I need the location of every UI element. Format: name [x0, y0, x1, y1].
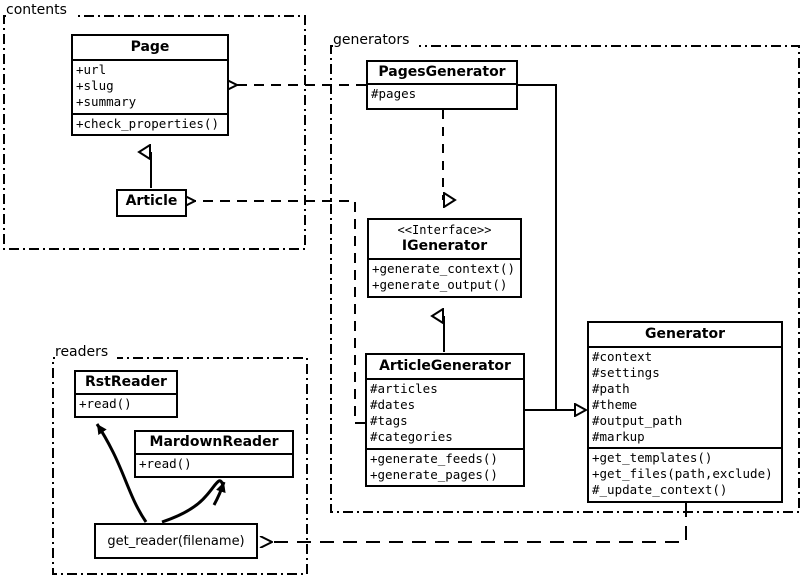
class-member: +generate_output() — [372, 277, 508, 292]
class-member: +slug — [76, 78, 114, 93]
class-title-rstreader: RstReader — [85, 374, 167, 390]
class-member: +get_templates() — [592, 450, 713, 465]
class-member: #articles — [370, 381, 438, 396]
class-member: #_update_context() — [592, 482, 728, 497]
edge-generator-getreader — [272, 503, 687, 542]
class-member: #markup — [592, 429, 645, 444]
class-methods-generator: +get_templates() +get_files(path,exclude… — [589, 447, 781, 500]
class-member: #theme — [592, 397, 638, 412]
class-title-igenerator: <<Interface>> IGenerator — [369, 220, 520, 258]
class-name-igenerator: IGenerator — [401, 238, 488, 254]
class-title-generator: Generator — [644, 326, 725, 342]
class-box-pagesgenerator[interactable]: PagesGenerator #pages — [366, 60, 518, 110]
class-methods-igenerator: +generate_context() +generate_output() — [369, 258, 520, 295]
class-title-page: Page — [130, 39, 170, 55]
class-methods-mardownreader: +read() — [136, 453, 292, 474]
class-title-mardownreader: MardownReader — [149, 434, 279, 450]
package-border-contents — [3, 15, 306, 250]
class-member: #output_path — [592, 413, 683, 428]
class-box-articlegenerator[interactable]: ArticleGenerator #articles #dates #tags … — [365, 353, 525, 487]
class-member: #context — [592, 349, 653, 364]
class-member: #pages — [371, 86, 417, 101]
package-border-generators — [330, 45, 800, 513]
class-attributes-articlegenerator: #articles #dates #tags #categories — [367, 378, 523, 448]
class-member: #categories — [370, 429, 453, 444]
class-box-generator[interactable]: Generator #context #settings #path #them… — [587, 321, 783, 503]
class-box-article[interactable]: Article — [116, 189, 187, 217]
edge-getreader-mardownreader — [161, 479, 225, 524]
class-member: #settings — [592, 365, 660, 380]
package-label-generators: generators — [333, 32, 410, 48]
edge-getreader-rstreader — [95, 423, 148, 523]
class-member: +read() — [79, 396, 132, 411]
class-box-igenerator[interactable]: <<Interface>> IGenerator +generate_conte… — [367, 218, 522, 298]
class-methods-page: +check_properties() — [73, 113, 227, 134]
class-member: +url — [76, 62, 107, 77]
package-label-readers: readers — [55, 344, 109, 360]
function-box-get-reader[interactable]: get_reader(filename) — [94, 523, 258, 559]
class-box-mardownreader[interactable]: MardownReader +read() — [134, 430, 294, 478]
class-stereotype-igenerator: <<Interface>> — [397, 223, 492, 237]
class-member: #dates — [370, 397, 416, 412]
class-methods-rstreader: +read() — [76, 393, 176, 414]
edge-articlegenerator-article — [195, 201, 365, 424]
package-border-readers — [52, 357, 308, 575]
class-member: +generate_context() — [372, 261, 515, 276]
class-box-page[interactable]: Page +url +slug +summary +check_properti… — [71, 34, 229, 136]
class-attributes-page: +url +slug +summary — [73, 59, 227, 113]
function-label-get-reader: get_reader(filename) — [107, 533, 245, 549]
class-title-article: Article — [125, 193, 178, 209]
class-title-articlegenerator: ArticleGenerator — [379, 358, 511, 374]
class-member: #tags — [370, 413, 408, 428]
class-attributes-generator: #context #settings #path #theme #output_… — [589, 346, 781, 447]
edge-getreader-mardownreader-head — [212, 481, 226, 506]
package-label-contents: contents — [6, 2, 67, 18]
class-member: +generate_feeds() — [370, 451, 498, 466]
edge-pagesgenerator-generator — [518, 84, 557, 410]
class-member: +check_properties() — [76, 116, 219, 131]
class-attributes-pagesgenerator: #pages — [368, 83, 516, 104]
class-member: +generate_pages() — [370, 467, 498, 482]
class-member: #path — [592, 381, 630, 396]
class-member: +get_files(path,exclude) — [592, 466, 773, 481]
class-box-rstreader[interactable]: RstReader +read() — [74, 370, 178, 418]
class-member: +summary — [76, 94, 137, 109]
class-member: +read() — [139, 456, 192, 471]
class-methods-articlegenerator: +generate_feeds() +generate_pages() — [367, 448, 523, 485]
class-title-pagesgenerator: PagesGenerator — [378, 64, 506, 80]
